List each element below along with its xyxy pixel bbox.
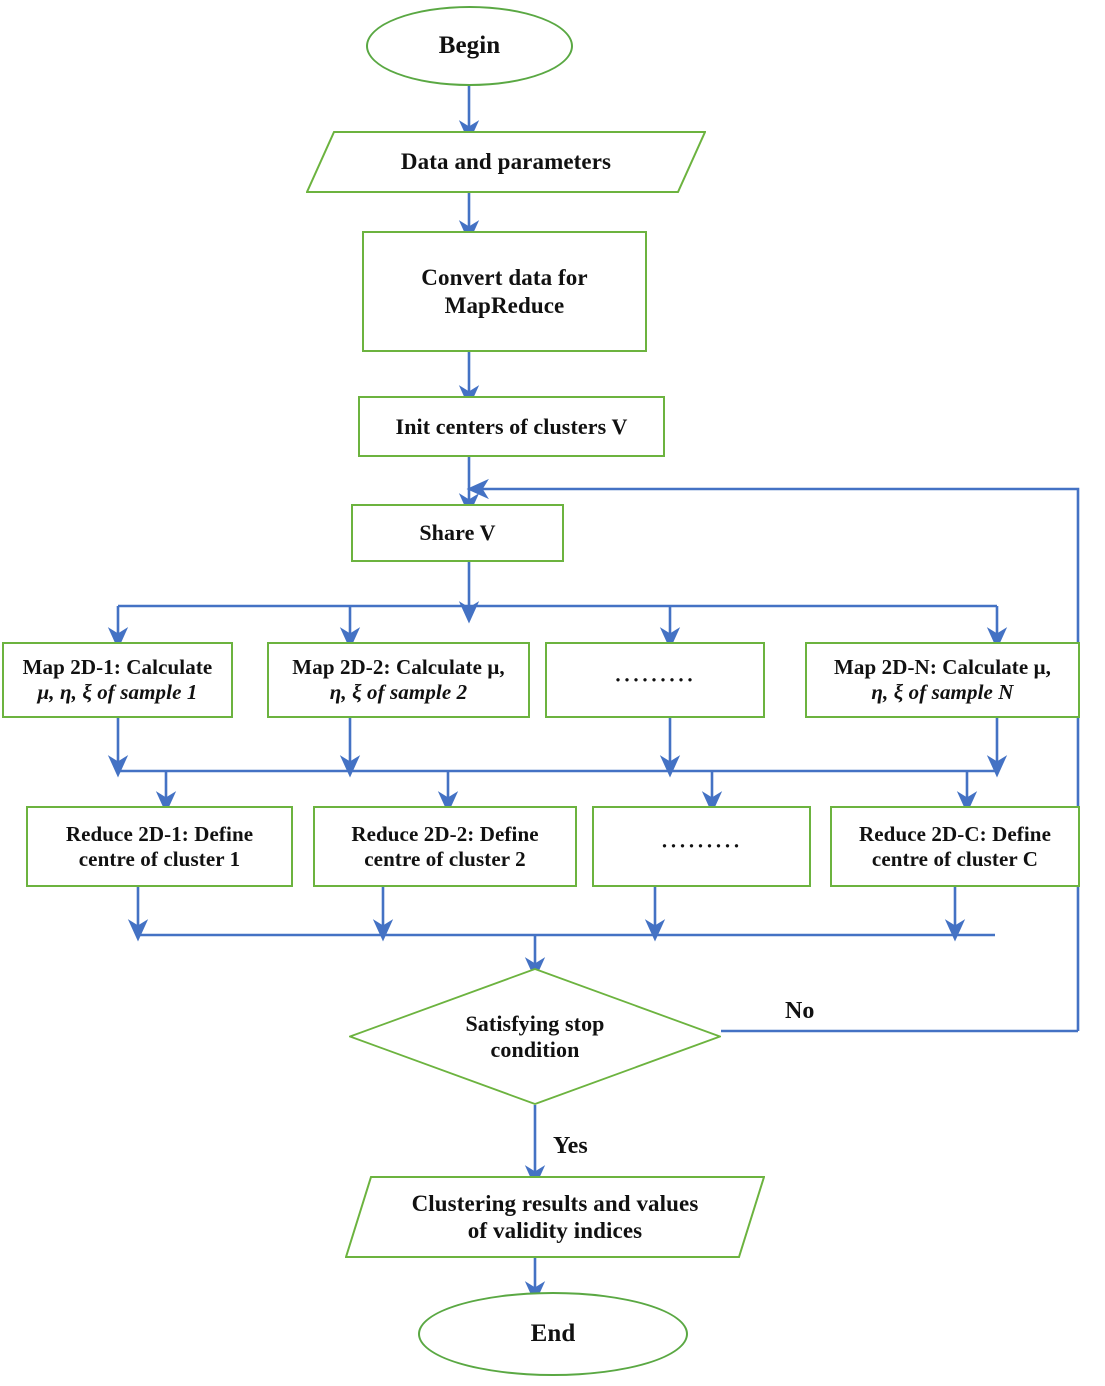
node-end-label: End [530, 1320, 576, 1348]
node-begin-label: Begin [438, 32, 501, 60]
node-init-centers[interactable]: Init centers of clusters V [358, 396, 665, 457]
node-share-v-label: Share V [419, 520, 496, 546]
node-decision-line2: condition [490, 1036, 580, 1062]
edge-label-yes: Yes [553, 1133, 588, 1159]
node-reduce-2d-c-line1: Reduce 2D-C: Define [858, 821, 1052, 846]
node-input-data-label: Data and parameters [400, 149, 612, 175]
node-map-2d-1-line2: μ, η, ξ of sample 1 [37, 680, 198, 704]
node-convert[interactable]: Convert data for MapReduce [362, 231, 647, 352]
edge-label-no: No [785, 998, 815, 1024]
parallelogram-shape-output [345, 1176, 765, 1258]
node-map-2d-1-line1: Map 2D-1: Calculate [22, 655, 213, 680]
node-begin[interactable]: Begin [366, 6, 573, 86]
node-reduce-2d-c-line2: centre of cluster C [871, 846, 1039, 871]
node-map-ellipsis-label: ········· [614, 667, 696, 692]
node-reduce-2d-2[interactable]: Reduce 2D-2: Define centre of cluster 2 [313, 806, 577, 887]
node-decision-line1: Satisfying stop [465, 1010, 605, 1036]
node-reduce-ellipsis-label: ········· [660, 834, 743, 859]
node-reduce-2d-c[interactable]: Reduce 2D-C: Define centre of cluster C [830, 806, 1080, 887]
node-reduce-2d-1-line1: Reduce 2D-1: Define [65, 821, 254, 846]
node-map-2d-2-line1: Map 2D-2: Calculate μ, [292, 655, 505, 680]
node-decision-stop-condition[interactable]: Satisfying stop condition [349, 968, 721, 1105]
node-convert-line1: Convert data for [421, 265, 588, 291]
node-init-centers-label: Init centers of clusters V [395, 413, 628, 439]
node-share-v[interactable]: Share V [351, 504, 564, 562]
node-map-2d-n-line1: Map 2D-N: Calculate μ, [833, 655, 1052, 680]
node-reduce-ellipsis[interactable]: ········· [592, 806, 811, 887]
node-map-2d-n[interactable]: Map 2D-N: Calculate μ, η, ξ of sample N [805, 642, 1080, 718]
node-input-data[interactable]: Data and parameters [306, 131, 706, 193]
node-map-2d-n-line2: η, ξ of sample N [871, 680, 1014, 704]
node-output-line2: of validity indices [467, 1218, 643, 1243]
node-reduce-2d-1-line2: centre of cluster 1 [78, 846, 241, 871]
node-map-2d-1[interactable]: Map 2D-1: Calculate μ, η, ξ of sample 1 [2, 642, 233, 718]
node-map-2d-2[interactable]: Map 2D-2: Calculate μ, η, ξ of sample 2 [267, 642, 530, 718]
node-reduce-2d-2-line2: centre of cluster 2 [364, 846, 526, 871]
node-reduce-2d-2-line1: Reduce 2D-2: Define [351, 821, 539, 846]
node-output-results[interactable]: Clustering results and values of validit… [345, 1176, 765, 1258]
diamond-shape [349, 968, 721, 1105]
node-map-ellipsis[interactable]: ········· [545, 642, 765, 718]
node-end[interactable]: End [418, 1292, 688, 1376]
node-reduce-2d-1[interactable]: Reduce 2D-1: Define centre of cluster 1 [26, 806, 293, 887]
node-output-line1: Clustering results and values [411, 1190, 699, 1216]
node-map-2d-2-line2: η, ξ of sample 2 [329, 680, 468, 704]
parallelogram-shape [306, 131, 706, 193]
node-convert-line2: MapReduce [444, 292, 565, 318]
